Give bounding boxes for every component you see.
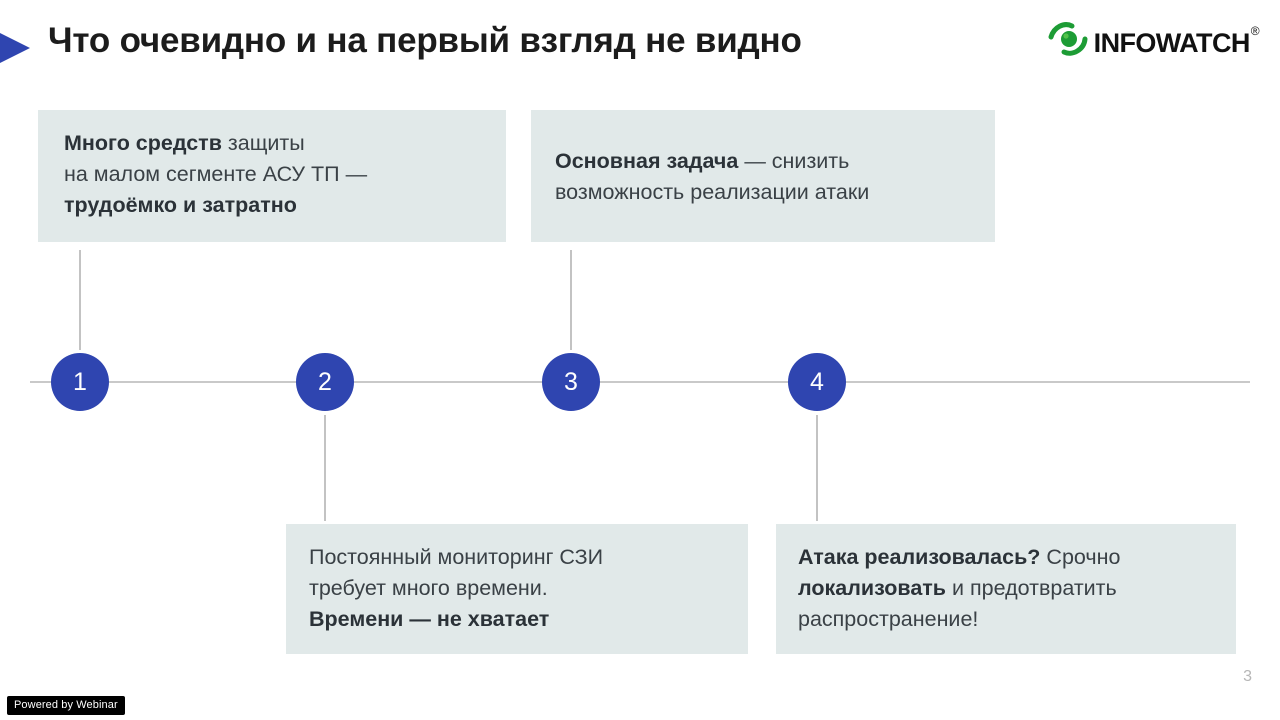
page-title: Что очевидно и на первый взгляд не видно xyxy=(48,21,802,60)
card-line: трудоёмко и затратно xyxy=(64,190,506,221)
card-line: на малом сегменте АСУ ТП — xyxy=(64,159,506,190)
timeline-node-1[interactable]: 1 xyxy=(51,353,109,411)
connector-line-4 xyxy=(816,415,818,521)
card-line: требует много времени. xyxy=(309,573,748,604)
card-line: Атака реализовалась? Срочно xyxy=(798,542,1236,573)
card-line: Основная задача — снизить xyxy=(555,146,995,177)
timeline-axis xyxy=(30,381,1250,383)
card-text-strong: Основная задача xyxy=(555,149,739,173)
registered-trademark-icon: ® xyxy=(1250,23,1260,38)
card-line: Постоянный мониторинг СЗИ xyxy=(309,542,748,573)
card-text-run: защиты xyxy=(221,131,305,155)
card-text-run: Постоянный мониторинг СЗИ xyxy=(309,545,604,569)
card-line: Много средств защиты xyxy=(64,128,506,159)
card-line: Времени — не хватает xyxy=(309,604,748,635)
timeline-node-2[interactable]: 2 xyxy=(296,353,354,411)
card-line: распространение! xyxy=(798,604,1236,635)
card-text-run: на малом сегменте АСУ ТП — xyxy=(64,162,368,186)
card-text-strong: Много средств xyxy=(64,131,222,155)
card-text-run: и предотвратить xyxy=(946,576,1117,600)
card-text-run: возможность реализации атаки xyxy=(555,180,870,204)
card-line: возможность реализации атаки xyxy=(555,177,995,208)
info-card-3: Постоянный мониторинг СЗИ требует много в… xyxy=(286,524,748,654)
card-text-strong: Времени — не хватает xyxy=(309,607,550,631)
card-text-strong: Атака реализовалась? xyxy=(798,545,1041,569)
logo-wordmark: INFOWATCH® xyxy=(1093,25,1260,58)
card-text-run: Срочно xyxy=(1040,545,1121,569)
card-line: локализовать и предотвратить xyxy=(798,573,1236,604)
triangle-bullet-icon xyxy=(0,31,30,65)
card-text-run: — снизить xyxy=(738,149,850,173)
connector-line-2 xyxy=(324,415,326,521)
connector-line-1 xyxy=(79,250,81,350)
timeline-node-3[interactable]: 3 xyxy=(542,353,600,411)
infowatch-eye-icon xyxy=(1048,22,1088,56)
card-text-run: распространение! xyxy=(798,607,979,631)
info-card-1: Много средств защиты на малом сегменте АС… xyxy=(38,110,506,242)
card-text-strong: трудоёмко и затратно xyxy=(64,193,297,217)
brand-logo: INFOWATCH® xyxy=(1045,19,1260,63)
info-card-2: Основная задача — снизить возможность реа… xyxy=(531,110,995,242)
timeline-node-4[interactable]: 4 xyxy=(788,353,846,411)
logo-wordmark-text: INFOWATCH xyxy=(1093,27,1251,58)
card-text-run: требует много времени. xyxy=(309,576,548,600)
card-text-strong: локализовать xyxy=(798,576,947,600)
page-number: 3 xyxy=(1243,668,1252,685)
connector-line-3 xyxy=(570,250,572,350)
powered-by-badge: Powered by Webinar xyxy=(7,696,125,715)
